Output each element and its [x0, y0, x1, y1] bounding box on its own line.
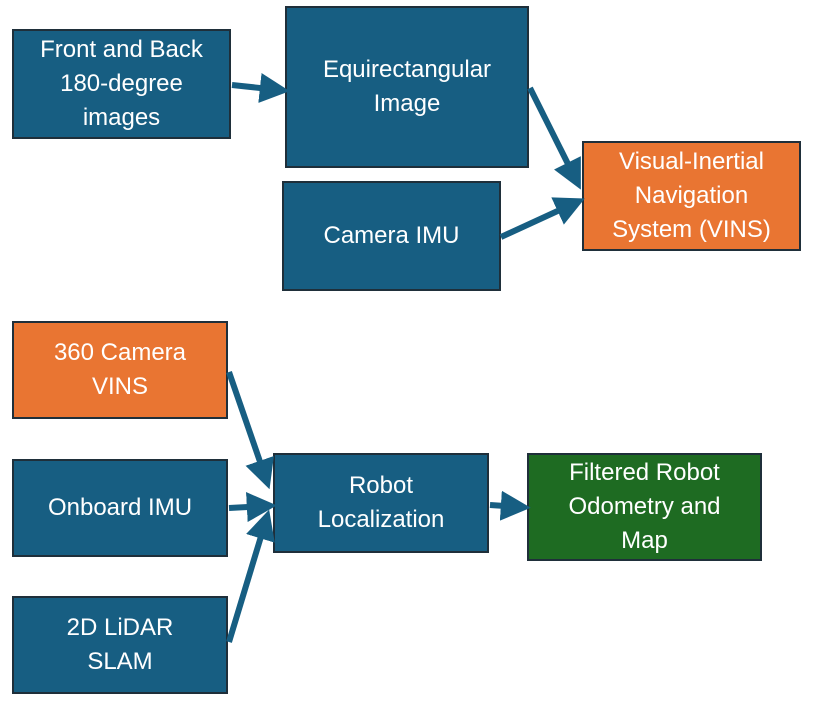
equirectangular-image-node: Equirectangular Image	[285, 6, 529, 168]
filtered-output-node: Filtered Robot Odometry and Map	[527, 453, 762, 561]
arrow-localization-to-output	[489, 490, 531, 521]
arrow-lidar-to-localization	[226, 509, 275, 643]
filtered-output-label: Filtered Robot Odometry and Map	[568, 459, 721, 554]
robot-localization-label: Robot Localization	[317, 472, 445, 533]
robot-localization-node: Robot Localization	[273, 453, 489, 553]
arrow-equirectangular-to-vins	[527, 86, 581, 190]
lidar-slam-node: 2D LiDAR SLAM	[12, 596, 228, 694]
equirectangular-image-label: Equirectangular Image	[322, 56, 492, 117]
camera-imu-node: Camera IMU	[282, 181, 501, 291]
vins-node: Visual-Inertial Navigation System (VINS)	[582, 141, 801, 251]
lidar-slam-label: 2D LiDAR SLAM	[66, 614, 174, 675]
arrow-onboard-imu-to-localization	[228, 492, 277, 523]
front-back-images-label: Front and Back 180-degree images	[40, 36, 203, 131]
arrow-camera-vins-to-localization	[226, 371, 274, 490]
camera-imu-label: Camera IMU	[323, 222, 460, 249]
vins-label: Visual-Inertial Navigation System (VINS)	[612, 148, 771, 243]
camera-vins-label: 360 Camera VINS	[53, 339, 187, 400]
arrow-images-to-equirectangular	[231, 73, 290, 103]
front-back-images-node: Front and Back 180-degree images	[12, 29, 231, 139]
arrow-camera-imu-to-vins	[499, 197, 585, 240]
onboard-imu-label: Onboard IMU	[47, 494, 193, 521]
camera-vins-node: 360 Camera VINS	[12, 321, 228, 419]
onboard-imu-node: Onboard IMU	[12, 459, 228, 557]
